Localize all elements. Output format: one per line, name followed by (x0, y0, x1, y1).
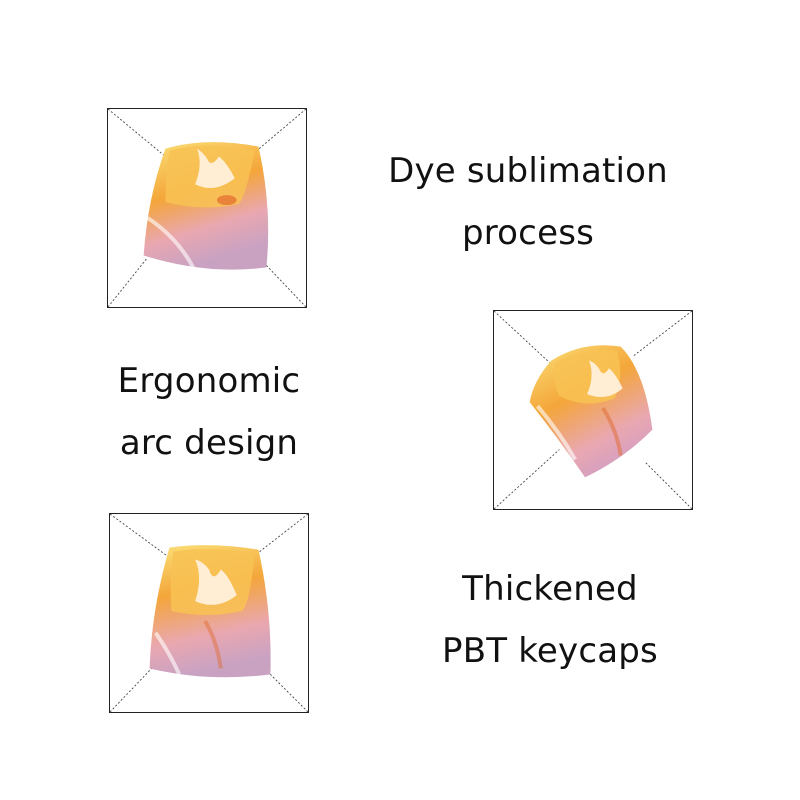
caption-line: Ergonomic (117, 361, 301, 401)
keycap-image-frame-2 (493, 310, 693, 510)
feature-caption-thickened-pbt: Thickened PBT keycaps (420, 558, 680, 682)
caption-line: arc design (119, 423, 299, 463)
feature-caption-dye-sublimation: Dye sublimation process (370, 140, 686, 264)
caption-line: Dye sublimation (388, 151, 668, 191)
keycap-lotus-hand-icon (107, 108, 307, 308)
keycap-image-frame-1 (107, 108, 307, 308)
keycap-lotus-hand-icon (493, 310, 693, 510)
keycap-lotus-hand-icon (109, 513, 309, 713)
keycap-image-frame-3 (109, 513, 309, 713)
caption-line: process (461, 213, 595, 253)
caption-line: PBT keycaps (442, 631, 658, 671)
feature-caption-ergonomic-arc: Ergonomic arc design (95, 350, 323, 474)
caption-line: Thickened (462, 569, 638, 609)
